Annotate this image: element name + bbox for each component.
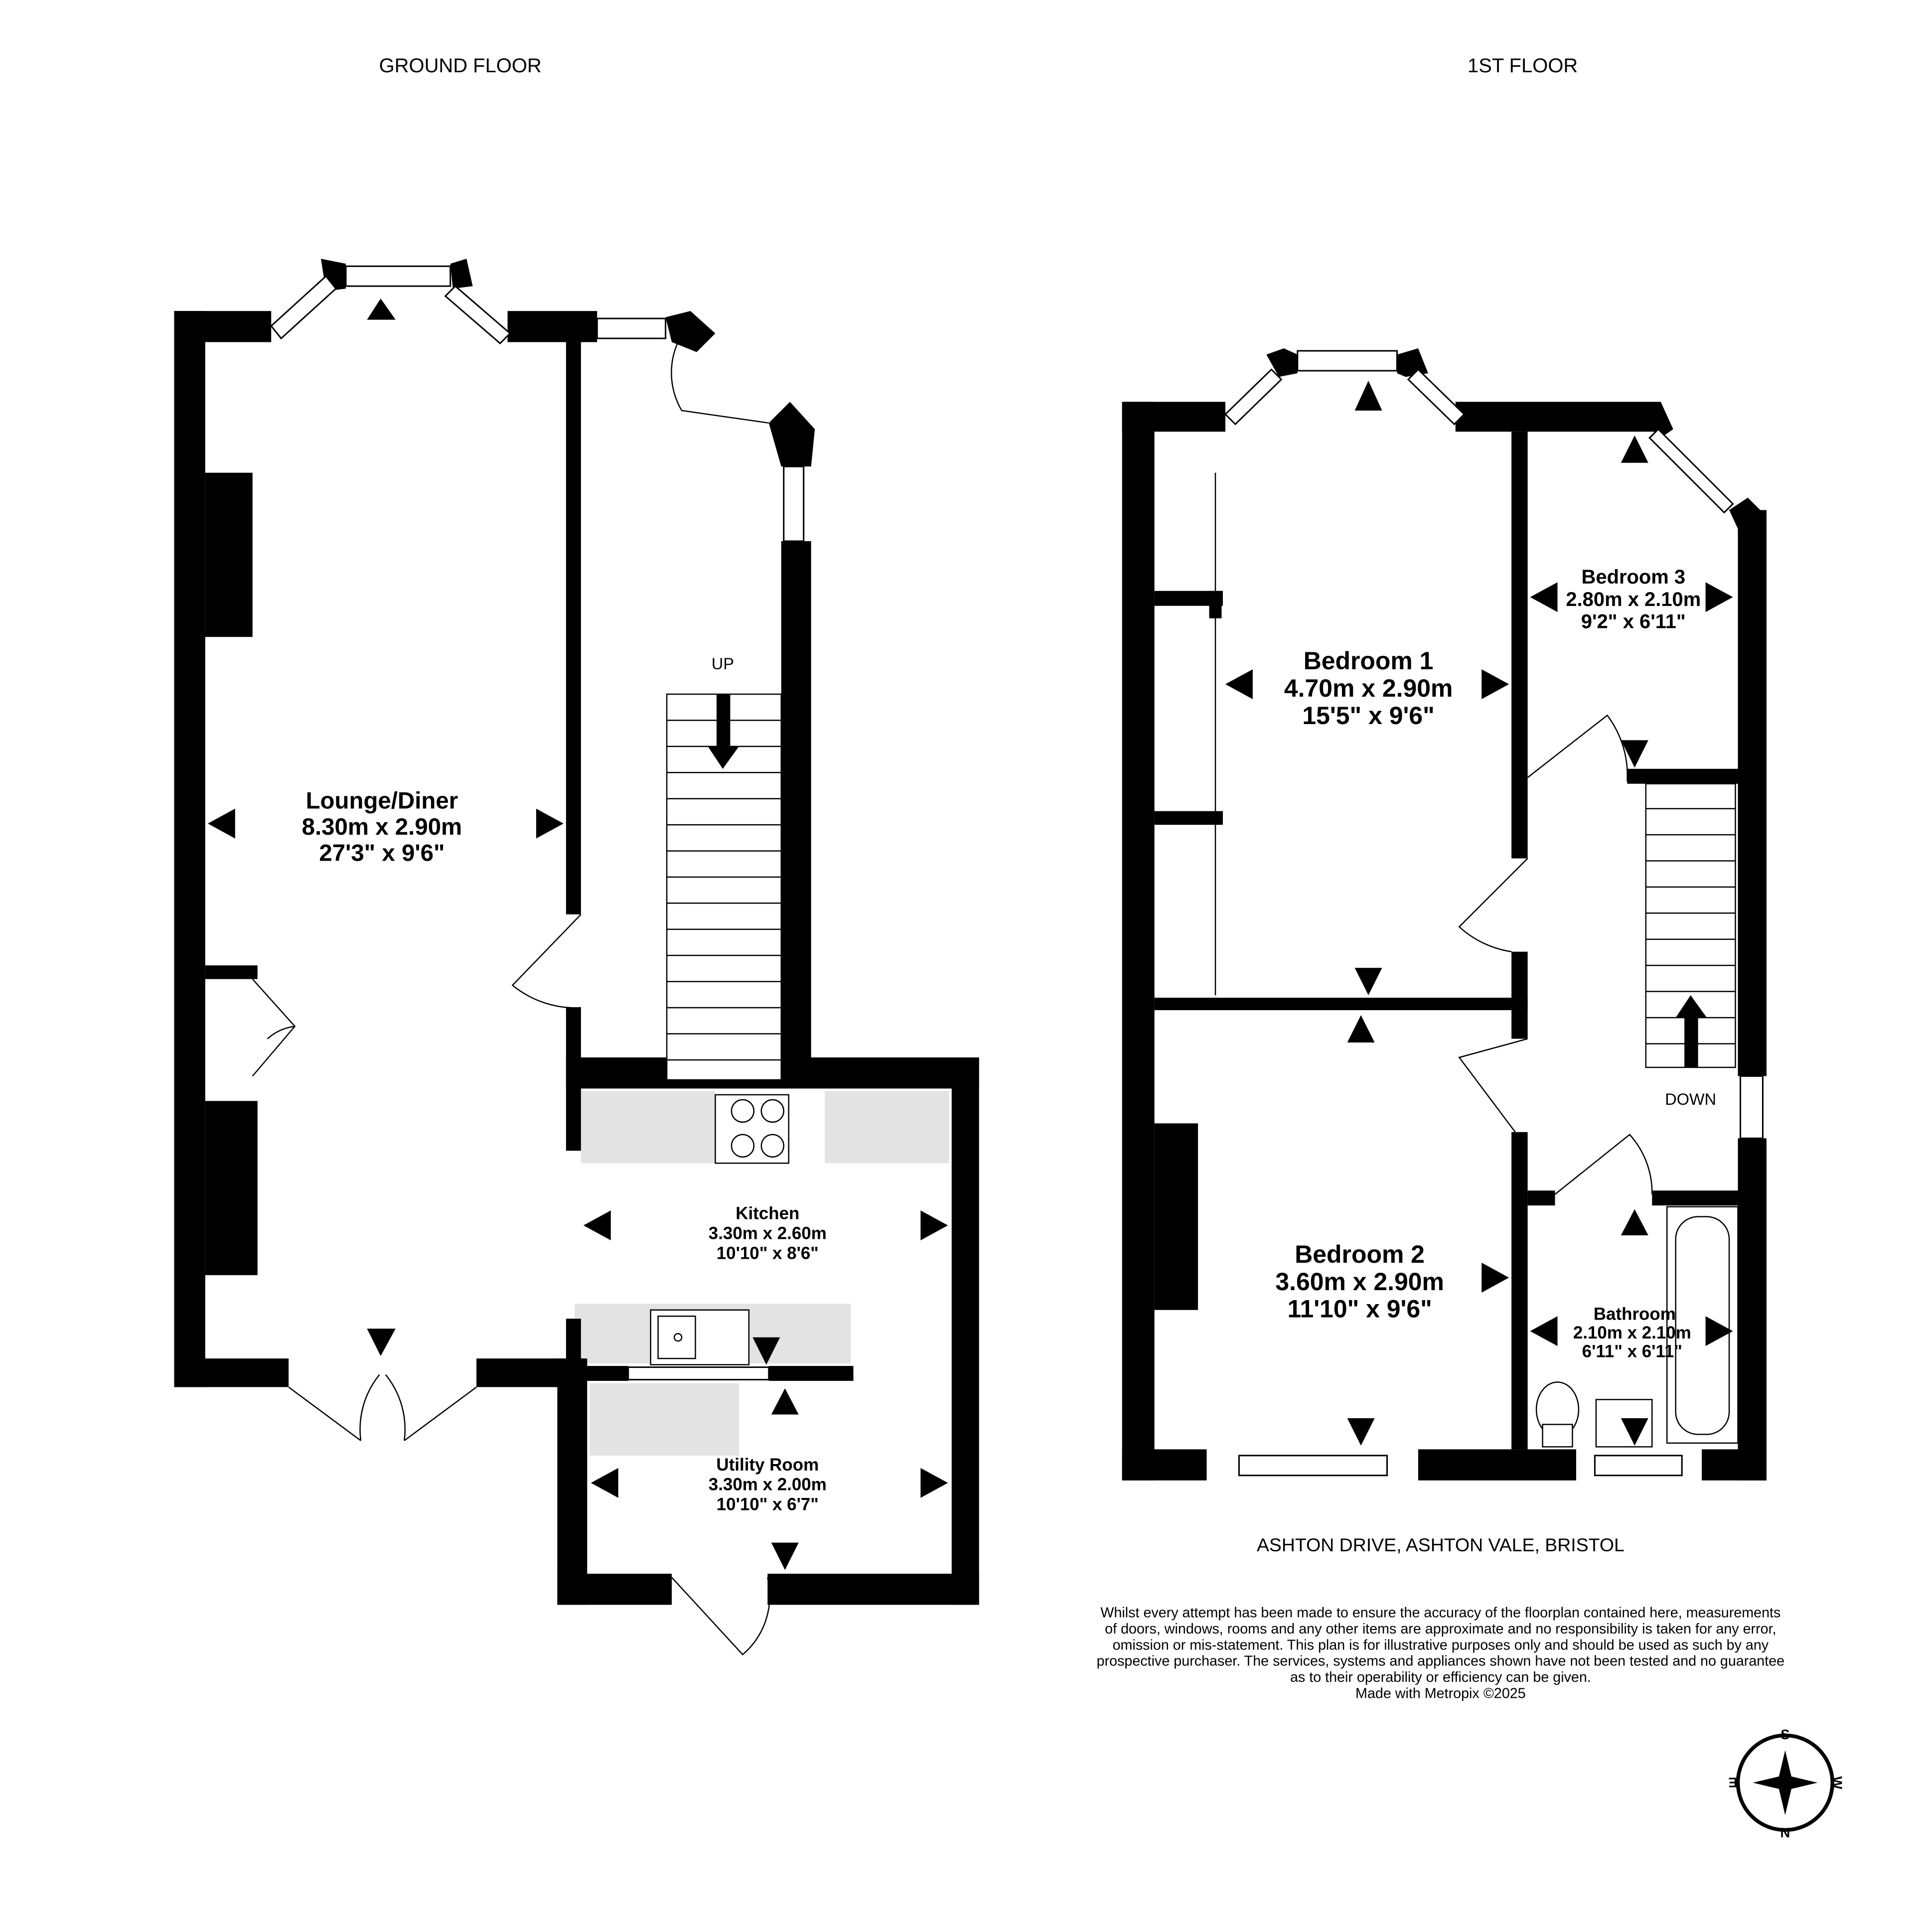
disclaimer-line: as to their operability or efficiency ca… [1290, 1669, 1591, 1685]
room-metric: 3.30m x 2.60m [709, 1223, 827, 1243]
compass-icon: S N E W [1728, 1727, 1845, 1840]
sink-icon [650, 1309, 750, 1365]
room-metric: 2.80m x 2.10m [1566, 589, 1701, 610]
room-name: Bedroom 1 [1304, 647, 1434, 675]
room-imperial: 15'5" x 9'6" [1302, 702, 1434, 730]
room-imperial: 10'10" x 8'6" [717, 1243, 819, 1263]
compass-n: N [1780, 1825, 1790, 1840]
hob-icon [715, 1094, 789, 1164]
disclaimer: Whilst every attempt has been made to en… [1097, 1605, 1785, 1701]
disclaimer-line: omission or mis-statement. This plan is … [1113, 1637, 1769, 1653]
first-stairs [1645, 783, 1736, 1068]
toilet-icon [1535, 1381, 1580, 1448]
compass-e: E [1728, 1775, 1737, 1790]
dimension-arrows-first [1225, 380, 1733, 1446]
room-name: Utility Room [716, 1455, 819, 1475]
room-metric: 8.30m x 2.90m [302, 814, 462, 840]
ground-floor-title: GROUND FLOOR [379, 55, 542, 77]
room-metric: 3.60m x 2.90m [1275, 1268, 1444, 1296]
room-imperial: 27'3" x 9'6" [319, 840, 444, 867]
room-name: Bedroom 2 [1295, 1240, 1425, 1268]
room-name: Kitchen [736, 1204, 799, 1223]
room-kitchen: Kitchen 3.30m x 2.60m 10'10" x 8'6" [709, 1204, 827, 1263]
ground-stairs [666, 693, 782, 1081]
room-imperial: 9'2" x 6'11" [1581, 611, 1686, 633]
room-imperial: 6'11" x 6'11" [1582, 1342, 1682, 1361]
disclaimer-line: Made with Metropix ©2025 [1355, 1686, 1526, 1702]
room-name: Bathroom [1594, 1305, 1676, 1324]
compass-w: W [1829, 1776, 1845, 1789]
room-imperial: 11'10" x 9'6" [1287, 1295, 1432, 1323]
room-bathroom: Bathroom 2.10m x 2.10m 6'11" x 6'11" [1573, 1305, 1691, 1361]
disclaimer-line: of doors, windows, rooms and any other i… [1105, 1621, 1776, 1637]
room-name: Lounge/Diner [306, 788, 458, 814]
room-name: Bedroom 3 [1582, 566, 1686, 588]
disclaimer-line: Whilst every attempt has been made to en… [1100, 1605, 1780, 1621]
compass-s: S [1780, 1727, 1789, 1742]
ground-floor-plan: UP Lounge/Diner 8.30m x 2.90m 27'3" x 9'… [174, 259, 979, 1656]
first-floor-title: 1ST FLOOR [1468, 55, 1578, 77]
room-imperial: 10'10" x 6'7" [717, 1495, 819, 1514]
room-bedroom-3: Bedroom 3 2.80m x 2.10m 9'2" x 6'11" [1566, 566, 1701, 633]
room-lounge-diner: Lounge/Diner 8.30m x 2.90m 27'3" x 9'6" [302, 788, 462, 867]
stairs-up-label: UP [712, 655, 734, 673]
first-floor-plan: DOWN Bedroom 1 4.70m x 2. [1122, 348, 1767, 1481]
disclaimer-line: prospective purchaser. The services, sys… [1097, 1653, 1785, 1669]
stairs-down-label: DOWN [1665, 1090, 1716, 1108]
room-bedroom-1: Bedroom 1 4.70m x 2.90m 15'5" x 9'6" [1284, 647, 1453, 730]
room-bedroom-2: Bedroom 2 3.60m x 2.90m 11'10" x 9'6" [1275, 1240, 1444, 1323]
room-utility: Utility Room 3.30m x 2.00m 10'10" x 6'7" [709, 1455, 827, 1514]
room-metric: 4.70m x 2.90m [1284, 674, 1453, 702]
room-metric: 3.30m x 2.00m [709, 1475, 827, 1494]
address: ASHTON DRIVE, ASHTON VALE, BRISTOL [1257, 1534, 1625, 1555]
bath-icon [1666, 1206, 1739, 1444]
room-metric: 2.10m x 2.10m [1573, 1323, 1691, 1342]
dimension-arrows-ground [207, 298, 948, 1570]
